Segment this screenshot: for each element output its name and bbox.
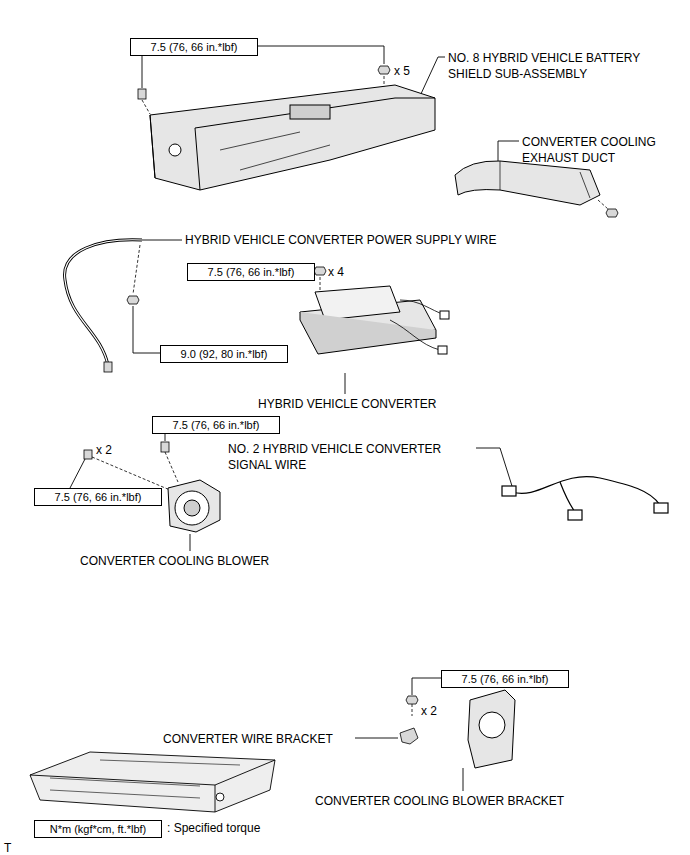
fastener [161, 442, 169, 452]
blower-bracket [468, 690, 515, 768]
dashed-line [142, 100, 150, 114]
torque-value: 7.5 (76, 66 in.*lbf) [173, 419, 260, 431]
torque-box: 7.5 (76, 66 in.*lbf) [130, 38, 258, 56]
battery-pack [30, 752, 275, 812]
exhaust-duct [455, 161, 600, 205]
quantity: x 2 [421, 703, 437, 719]
figure-mark: T [4, 840, 11, 855]
torque-value: N*m (kgf*cm, ft.*lbf) [50, 823, 147, 835]
dashed-line [598, 200, 608, 209]
quantity: x 5 [394, 63, 410, 79]
power-supply-wire [104, 362, 112, 372]
leader-line [190, 534, 191, 551]
torque-value: 7.5 (76, 66 in.*lbf) [208, 266, 295, 278]
converter [440, 311, 449, 319]
signal-wire [560, 482, 575, 512]
cooling-blower [168, 480, 220, 532]
power-supply-wire [65, 240, 142, 365]
fastener [138, 89, 146, 99]
fastener [127, 296, 139, 304]
exhaust-duct [455, 161, 600, 205]
exhaust-duct [500, 161, 590, 198]
torque-box: 9.0 (92, 80 in.*lbf) [160, 345, 288, 363]
battery-shield [220, 132, 330, 170]
blower-bracket [479, 712, 505, 738]
dashed-line [92, 76, 608, 716]
leader-line [133, 306, 160, 353]
dashed-line [92, 457, 170, 490]
torque-value: 9.0 (92, 80 in.*lbf) [181, 348, 268, 360]
torque-box: 7.5 (76, 66 in.*lbf) [152, 416, 280, 434]
cooling-blower [175, 491, 209, 525]
leader-line [420, 57, 445, 96]
part-name: CONVERTER COOLING BLOWER [80, 553, 269, 569]
part-name: CONVERTER WIRE BRACKET [163, 731, 333, 747]
leader-line [355, 738, 398, 739]
part-name: HYBRID VEHICLE CONVERTER [258, 396, 436, 412]
converter [300, 312, 436, 354]
converter [438, 346, 447, 354]
torque-box: 7.5 (76, 66 in.*lbf) [34, 488, 162, 506]
fastener [84, 450, 92, 459]
cooling-blower [168, 480, 220, 532]
battery-pack [30, 752, 275, 812]
signal-wire [502, 486, 516, 496]
wire-bracket [400, 728, 418, 744]
converter [390, 300, 445, 350]
leader-line [70, 459, 85, 488]
torque-value: 7.5 (76, 66 in.*lbf) [151, 41, 238, 53]
cooling-blower [184, 500, 200, 516]
wire-bracket [400, 728, 418, 744]
battery-pack [50, 760, 240, 798]
leader-line [258, 46, 384, 64]
leader-line [142, 240, 182, 241]
leader-line [476, 448, 512, 486]
battery-shield [150, 85, 435, 190]
battery-pack [30, 760, 275, 812]
leader-line [463, 768, 464, 791]
battery-shield [290, 105, 330, 119]
dashed-line [412, 704, 413, 716]
battery-shield [150, 85, 435, 190]
leader-line [412, 678, 441, 695]
part-name: HYBRID VEHICLE CONVERTER POWER SUPPLY WI… [185, 232, 496, 248]
torque-box: N*m (kgf*cm, ft.*lbf) [34, 820, 162, 838]
torque-value: 7.5 (76, 66 in.*lbf) [55, 491, 142, 503]
battery-shield [150, 98, 435, 190]
quantity: x 2 [96, 442, 112, 458]
torque-box: 7.5 (76, 66 in.*lbf) [187, 263, 315, 281]
power-supply-wire [65, 240, 142, 365]
converter [300, 286, 449, 354]
legend-text: : Specified torque [167, 820, 260, 836]
dashed-line [320, 277, 321, 292]
leader-line [345, 373, 346, 394]
signal-wire [654, 503, 668, 513]
blower-bracket [468, 690, 515, 768]
converter [315, 286, 400, 320]
signal-wire [568, 510, 582, 520]
quantity: x 4 [328, 264, 344, 280]
torque-value: 7.5 (76, 66 in.*lbf) [462, 673, 549, 685]
leader-line [142, 55, 143, 88]
power-supply-wire [65, 240, 142, 372]
dashed-line [133, 245, 140, 294]
leader-line [498, 141, 519, 161]
dashed-line [165, 452, 178, 482]
torque-box: 7.5 (76, 66 in.*lbf) [441, 670, 569, 688]
leader-line [165, 433, 166, 441]
battery-pack [216, 793, 224, 801]
part-name: CONVERTER COOLING BLOWER BRACKET [315, 793, 564, 809]
fastener [606, 209, 618, 217]
battery-shield [169, 144, 181, 156]
fastener [314, 267, 326, 275]
signal-wire [502, 477, 668, 520]
part-name: CONVERTER COOLING EXHAUST DUCT [522, 134, 677, 166]
fastener [378, 66, 390, 74]
part-name: NO. 8 HYBRID VEHICLE BATTERY SHIELD SUB-… [448, 50, 678, 82]
signal-wire [512, 477, 660, 505]
fastener [406, 696, 418, 704]
part-name: NO. 2 HYBRID VEHICLE CONVERTER SIGNAL WI… [228, 441, 473, 473]
